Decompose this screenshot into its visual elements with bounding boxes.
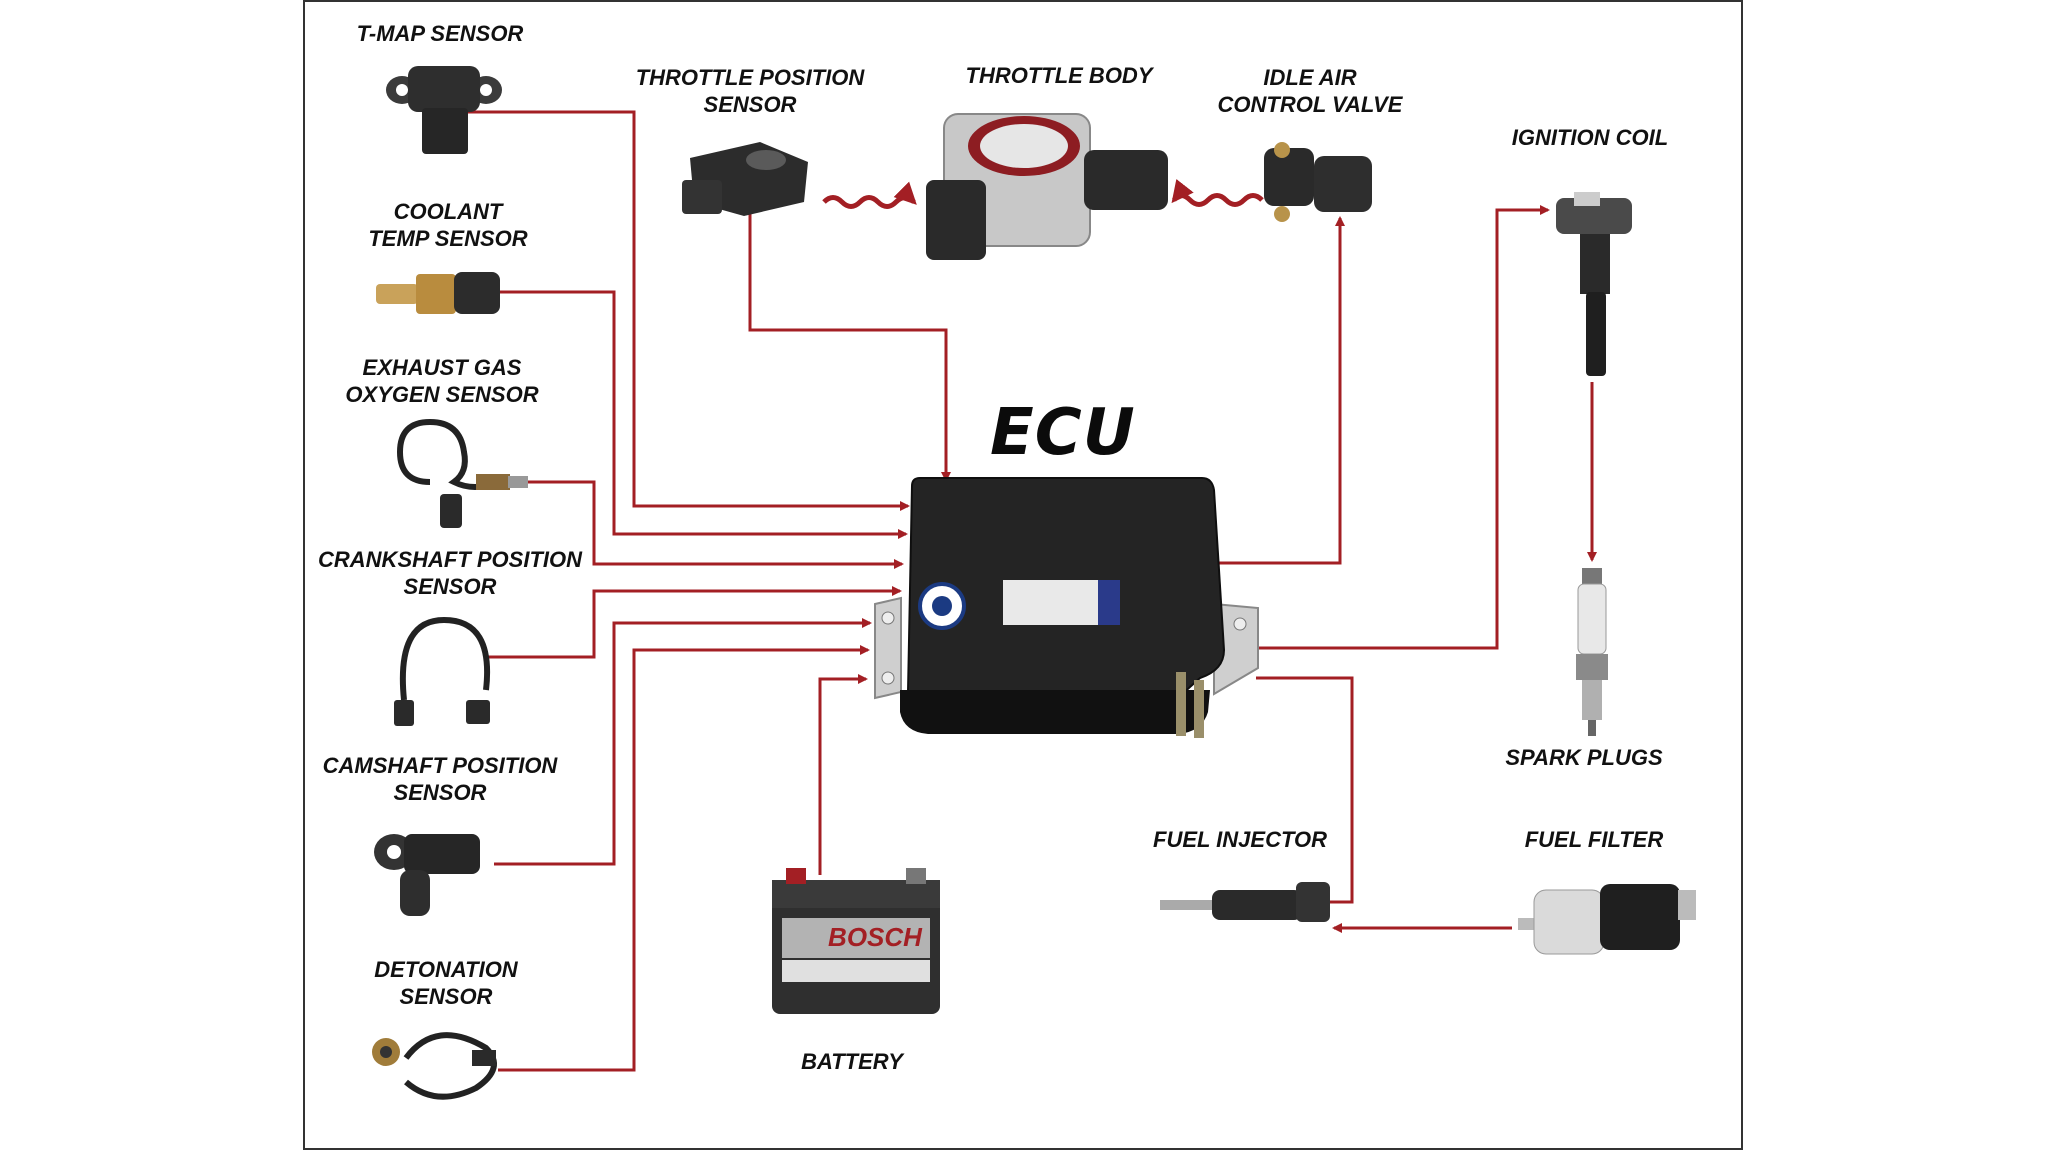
label-detonation-sensor: DETONATION SENSOR (374, 957, 518, 1009)
label-spark-plugs: SPARK PLUGS (1505, 745, 1663, 770)
wire-crankshaft (488, 586, 902, 659)
wire-injector (1256, 676, 1354, 907)
oxygen-sensor-image (396, 418, 528, 528)
label-tmap-sensor: T-MAP SENSOR (356, 21, 524, 46)
wire-exhaust (528, 480, 904, 569)
label-throttle-body: THROTTLE BODY (965, 63, 1153, 88)
detonation-sensor-image (372, 1032, 497, 1100)
throttle-body-image (926, 113, 1168, 260)
ecu-unit (874, 477, 1259, 738)
wire-throttle-position (748, 208, 951, 482)
crankshaft-sensor-image (394, 616, 490, 726)
wire-idle-air (1218, 216, 1345, 565)
wire-tmap (468, 110, 910, 511)
label-ignition-coil: IGNITION COIL (1511, 125, 1669, 150)
wire-camshaft (494, 618, 872, 866)
tmap-sensor-image (386, 66, 502, 154)
label-throttle-position-sensor: THROTTLE POSITION SENSOR (635, 65, 865, 117)
label-coolant-sensor: COOLANT TEMP SENSOR (368, 199, 528, 251)
battery-image (772, 868, 940, 1014)
label-crankshaft-sensor: CRANKSHAFT POSITION SENSOR (318, 547, 582, 599)
fuel-injector-image (1160, 882, 1330, 922)
wire-ignition (1250, 205, 1550, 650)
throttle-position-sensor-image (682, 142, 808, 216)
camshaft-sensor-image (374, 834, 480, 916)
battery-brand: BOSCH (828, 922, 922, 952)
spark-plug-image (1576, 568, 1608, 736)
idle-air-valve-image (1264, 142, 1372, 222)
wire-detonation (498, 645, 870, 1072)
label-camshaft-sensor: CAMSHAFT POSITION SENSOR (322, 753, 558, 805)
airflow-arrow-right (1171, 179, 1264, 207)
wire-coolant (500, 290, 908, 539)
label-fuel-injector: FUEL INJECTOR (1153, 827, 1327, 852)
coolant-sensor-image (376, 272, 500, 314)
ignition-coil-image (1556, 192, 1632, 376)
label-fuel-filter: FUEL FILTER (1524, 827, 1664, 852)
fuel-filter-image (1518, 884, 1696, 955)
ecu-title: ECU (990, 396, 1136, 470)
label-exhaust-sensor: EXHAUST GAS OXYGEN SENSOR (345, 355, 539, 407)
label-battery: BATTERY (801, 1049, 903, 1074)
wires (468, 110, 1597, 1072)
airflow-arrow-left (822, 181, 917, 209)
label-idle-air-valve: IDLE AIR CONTROL VALVE (1217, 65, 1403, 117)
wire-battery (818, 674, 868, 875)
airflow-arrows (822, 179, 1264, 209)
